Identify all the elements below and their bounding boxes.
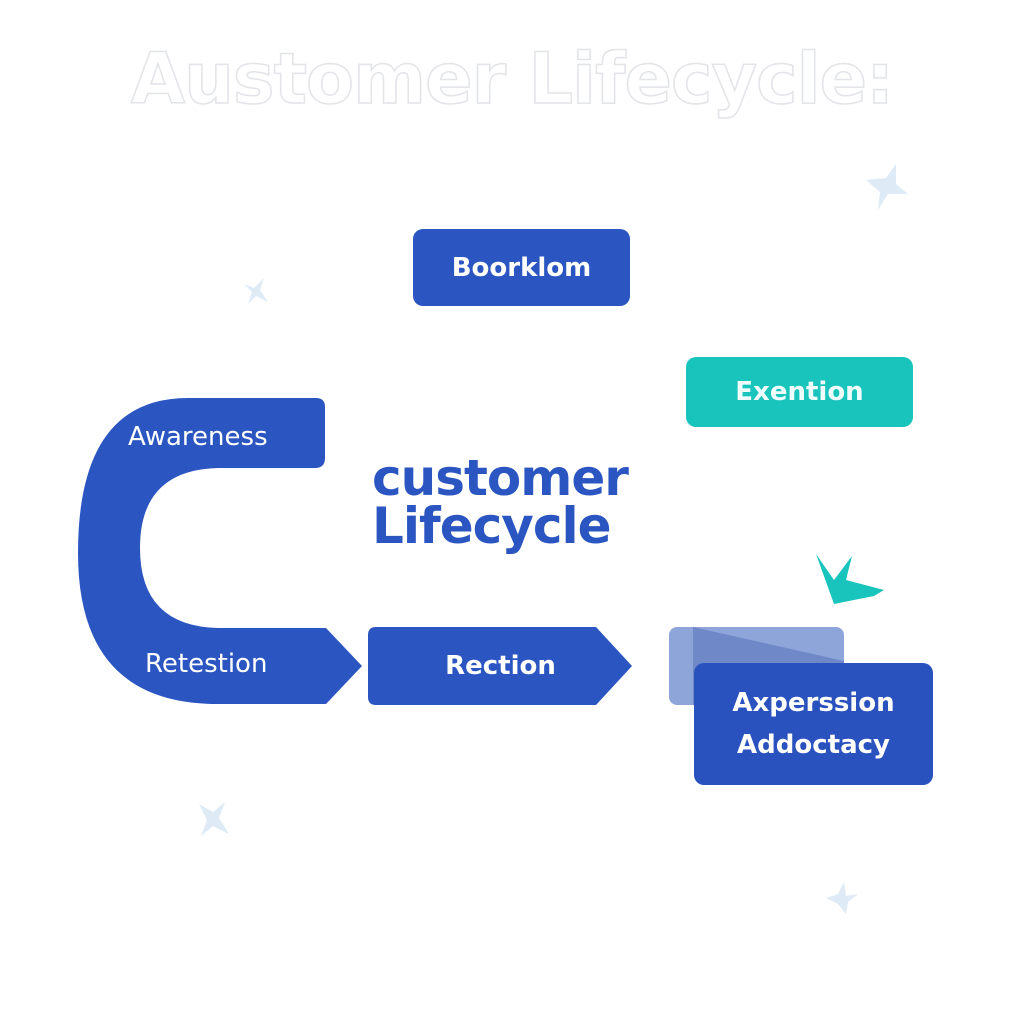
stage-exention[interactable]: Exention — [686, 357, 913, 427]
stage-rection[interactable]: Rection — [368, 627, 633, 705]
arrow-down-left-icon — [816, 554, 884, 604]
stage-label-line1: Axperssion — [732, 688, 895, 718]
stage-label: Rection — [445, 651, 556, 681]
center-title-line1: customer — [372, 449, 629, 507]
sparkle-icon — [199, 802, 229, 836]
center-title-line2: Lifecycle — [372, 497, 612, 555]
stage-expression-advocacy[interactable]: Axperssion Addoctacy — [694, 663, 933, 785]
sparkle-icon — [244, 278, 268, 304]
sparkle-icon — [826, 882, 858, 914]
center-title: customer Lifecycle — [372, 449, 682, 555]
awareness-retestion-curve — [78, 398, 362, 704]
arrow-shape — [368, 627, 632, 705]
stage-label-line2: Addoctacy — [737, 730, 890, 760]
stage-label: Boorklom — [451, 252, 592, 283]
stage-awareness[interactable]: Awareness — [128, 422, 268, 452]
stage-retestion[interactable]: Retestion — [145, 649, 268, 679]
stage-label: Exention — [735, 377, 864, 407]
page-title: Austomer Lifecycle: — [130, 37, 895, 121]
stage-boorklom[interactable]: Boorklom — [413, 229, 630, 306]
sparkle-icon — [866, 164, 908, 210]
